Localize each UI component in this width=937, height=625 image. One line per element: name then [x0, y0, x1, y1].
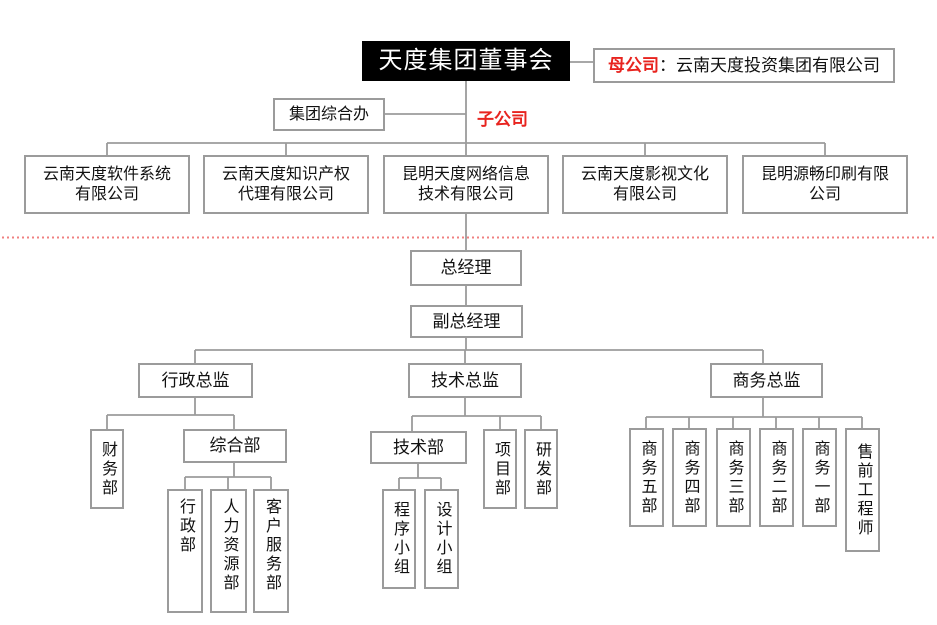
director-business-label: 商务总监 — [732, 370, 801, 390]
subsidiary-node-network-info: 昆明天度网络信息 技术有限公司 — [383, 155, 549, 214]
subsidiary-node-ip-agency: 云南天度知识产权 代理有限公司 — [203, 155, 369, 214]
dept-node-business-1: 商务一部 — [802, 428, 837, 527]
subsidiary-name-line: 昆明天度网络信息 — [401, 165, 530, 183]
director-tech-label: 技术总监 — [431, 370, 499, 390]
group-node-design: 设计小组 — [424, 489, 459, 589]
dept-presales-engineer-label: 售前工程师 — [854, 442, 872, 538]
subsidiary-name-line: 公司 — [808, 185, 841, 203]
dept-business-2-label: 商务二部 — [768, 439, 786, 516]
dept-node-business-3: 商务三部 — [716, 428, 751, 527]
admin-branch-connectors — [106, 398, 272, 489]
tech-branch-connectors — [398, 398, 542, 489]
subsidiary-name-line: 昆明源畅印刷有限 — [760, 165, 889, 183]
dept-node-customer-service: 客户服务部 — [253, 489, 289, 613]
group-office-label: 集团综合办 — [288, 105, 369, 123]
subsidiary-node-printing: 昆明源畅印刷有限 公司 — [742, 155, 908, 214]
director-node-tech: 技术总监 — [408, 363, 522, 398]
dept-business-5-label: 商务五部 — [638, 439, 656, 516]
director-node-business: 商务总监 — [710, 363, 823, 398]
dept-tech-department-label: 技术部 — [393, 437, 444, 457]
business-branch-connectors — [645, 398, 863, 428]
director-node-admin: 行政总监 — [138, 363, 253, 398]
deputy-general-manager-node: 副总经理 — [410, 305, 523, 338]
general-manager-node: 总经理 — [410, 250, 522, 286]
dept-finance-label: 财务部 — [99, 440, 116, 498]
subsidiary-name-line: 技术有限公司 — [417, 185, 514, 203]
dept-human-resources-label: 人力资源部 — [220, 498, 238, 593]
group-programming-label: 程序小组 — [391, 501, 408, 577]
dept-business-1-label: 商务一部 — [811, 439, 829, 516]
dept-project-label: 项目部 — [492, 440, 509, 498]
dept-node-business-4: 商务四部 — [672, 428, 707, 527]
dept-general-affairs-label: 综合部 — [209, 436, 261, 456]
parent-company-node: 母公司：云南天度投资集团有限公司 — [593, 48, 895, 83]
deputy-general-manager-label: 副总经理 — [432, 311, 501, 331]
group-design-label: 设计小组 — [433, 501, 451, 577]
subsidiaries-connectors — [106, 142, 826, 250]
general-manager-label: 总经理 — [440, 258, 492, 278]
dept-business-4-label: 商务四部 — [681, 439, 699, 516]
dept-node-business-2: 商务二部 — [759, 428, 794, 527]
dept-node-business-5: 商务五部 — [629, 428, 664, 527]
parent-company-prefix: 母公司 — [608, 55, 659, 75]
dept-node-administration: 行政部 — [167, 489, 203, 613]
dept-rnd-label: 研发部 — [533, 440, 550, 498]
dept-node-human-resources: 人力资源部 — [210, 489, 247, 613]
director-admin-label: 行政总监 — [161, 370, 230, 390]
board-title: 天度集团董事会 — [378, 47, 554, 74]
subsidiary-name-line: 云南天度知识产权 — [221, 165, 350, 183]
dept-business-3-label: 商务三部 — [725, 439, 743, 516]
board-node: 天度集团董事会 — [362, 41, 570, 81]
subsidiary-name-line: 有限公司 — [74, 185, 139, 203]
dept-customer-service-label: 客户服务部 — [263, 498, 280, 593]
parent-company-name: ：云南天度投资集团有限公司 — [659, 55, 880, 75]
group-office-node: 集团综合办 — [273, 98, 385, 131]
dept-node-presales-engineer: 售前工程师 — [845, 428, 880, 552]
subsidiary-node-film-culture: 云南天度影视文化 有限公司 — [562, 155, 728, 214]
subsidiary-node-software: 云南天度软件系统 有限公司 — [24, 155, 190, 214]
subsidiary-tag-label: 子公司 — [477, 110, 528, 129]
dept-node-tech-department: 技术部 — [370, 431, 467, 464]
subsidiary-name-line: 代理有限公司 — [237, 185, 334, 203]
management-connectors — [194, 286, 764, 363]
group-node-programming: 程序小组 — [382, 489, 416, 589]
subsidiary-name-line: 有限公司 — [612, 185, 677, 203]
dept-node-finance: 财务部 — [90, 429, 124, 509]
dept-node-rnd: 研发部 — [524, 429, 558, 509]
subsidiary-name-line: 云南天度影视文化 — [580, 165, 709, 183]
subsidiary-name-line: 云南天度软件系统 — [42, 165, 171, 183]
dept-node-general-affairs: 综合部 — [183, 429, 287, 463]
dept-administration-label: 行政部 — [177, 498, 194, 555]
dept-node-project: 项目部 — [483, 429, 517, 509]
